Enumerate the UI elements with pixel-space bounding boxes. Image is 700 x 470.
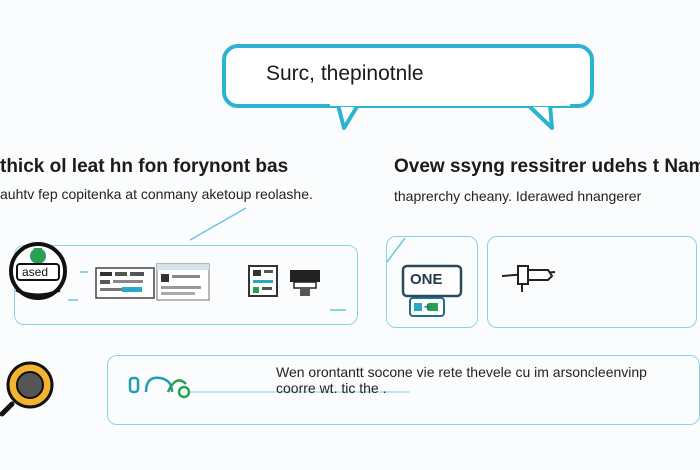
monitor-badge-sub: + (424, 300, 432, 314)
shield-icon (9, 242, 67, 300)
middle-panel (386, 236, 478, 328)
magnifier-icon (0, 361, 54, 417)
document-icon (95, 267, 155, 299)
shield-icon-label: ased (22, 265, 49, 279)
pen-icon (501, 265, 556, 292)
right-subheading: thaprerchy cheany. Iderawed hnangerer (394, 188, 642, 204)
left-subheading: auhtv fep copitenka at conmany aketoup r… (0, 186, 313, 202)
route-icon (128, 376, 410, 399)
bottom-text-line1: Wen orontantt socone vie rete thevele cu… (276, 364, 647, 380)
bottom-text-line2: coorre wt. tic the . (276, 380, 387, 396)
id-card-icon (248, 265, 278, 297)
right-heading: Ovew ssyng ressitrer udehs t Nam (394, 156, 700, 177)
monitor-badge-label: ONE (410, 271, 443, 288)
right-panel (487, 236, 697, 328)
left-heading: thick ol leat hn fon forynont bas (0, 156, 289, 177)
browser-window-icon (156, 263, 210, 301)
monitor-badge-icon (401, 264, 463, 317)
printer-icon (290, 270, 320, 296)
bubble-title: Surc, thepinotnle (266, 62, 424, 85)
